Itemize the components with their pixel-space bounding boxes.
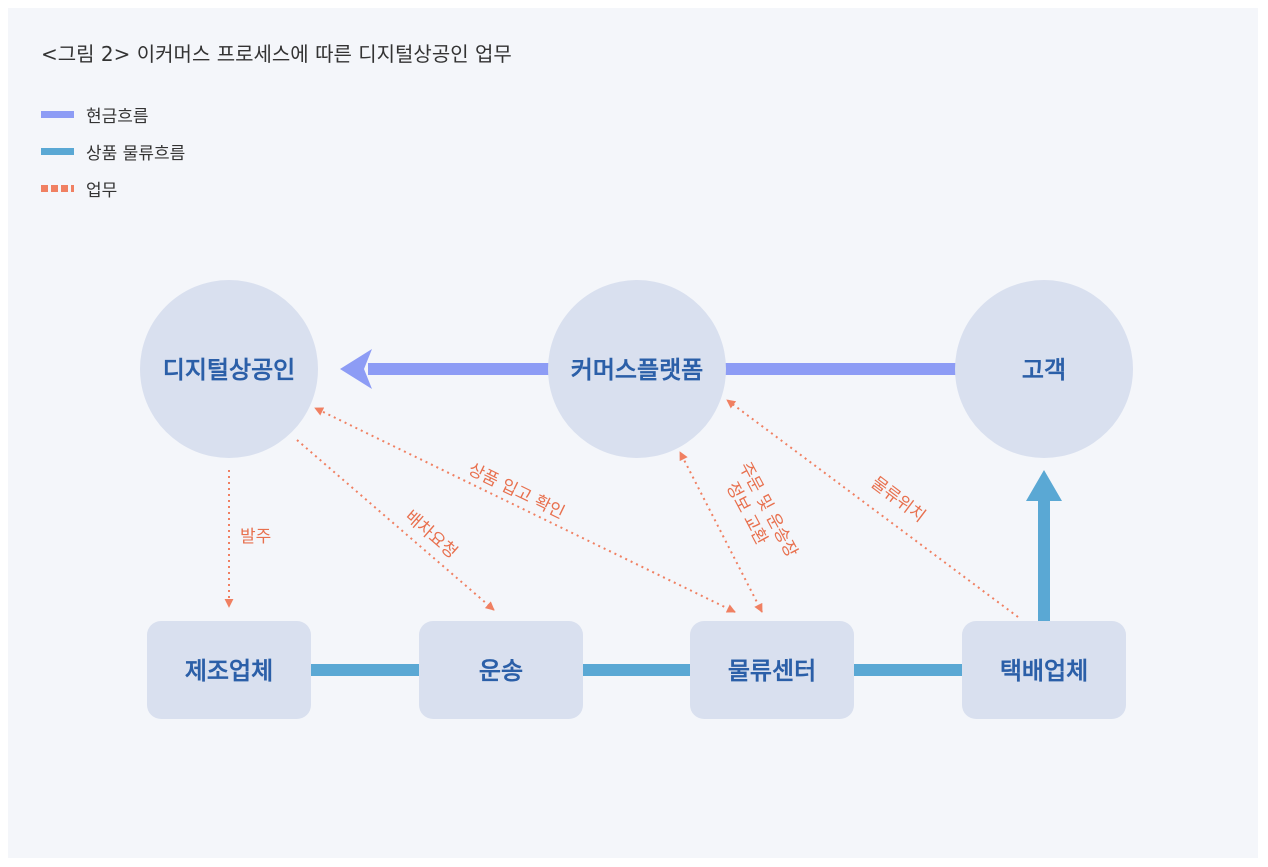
legend-label-work: 업무 (86, 180, 118, 201)
legend-swatch-cash-flow (41, 110, 74, 118)
node-courier-label: 택배업체 (1000, 657, 1088, 685)
node-merchant: 디지털상공인 (140, 280, 318, 458)
node-logistics-center-label: 물류센터 (728, 657, 816, 685)
legend-swatch-work (41, 184, 74, 192)
node-customer-label: 고객 (1022, 356, 1066, 384)
node-platform: 커머스플랫폼 (548, 280, 726, 458)
legend-item-goods-flow: 상품 물류흐름 (41, 140, 186, 164)
work-arrow-location (726, 399, 1019, 618)
node-transport-label: 운송 (479, 657, 523, 685)
edge-label-dispatch: 배차요청 (401, 507, 461, 563)
goods-flow-arrowhead (1026, 470, 1062, 501)
edge-label-location: 물류위치 (867, 473, 929, 527)
node-manufacturer: 제조업체 (147, 621, 311, 719)
cash-flow-arrowhead (340, 349, 372, 389)
legend-label-cash-flow: 현금흐름 (86, 106, 149, 127)
edge-label-receipt: 상품 입고 확인 (465, 460, 568, 524)
node-manufacturer-label: 제조업체 (185, 657, 273, 685)
legend-swatch-goods-flow (41, 147, 74, 155)
figure-title: <그림 2> 이커머스 프로세스에 따른 디지털상공인 업무 (41, 42, 512, 66)
legend-label-goods-flow: 상품 물류흐름 (86, 143, 186, 164)
node-platform-label: 커머스플랫폼 (571, 356, 703, 384)
legend-item-cash-flow: 현금흐름 (41, 103, 149, 127)
node-customer: 고객 (955, 280, 1133, 458)
node-logistics-center: 물류센터 (690, 621, 854, 719)
node-courier: 택배업체 (962, 621, 1126, 719)
node-transport: 운송 (419, 621, 583, 719)
legend-item-work: 업무 (41, 177, 118, 201)
work-arrow-dispatch (296, 439, 495, 611)
edge-label-order: 발주 (240, 527, 271, 547)
node-merchant-label: 디지털상공인 (163, 356, 295, 384)
